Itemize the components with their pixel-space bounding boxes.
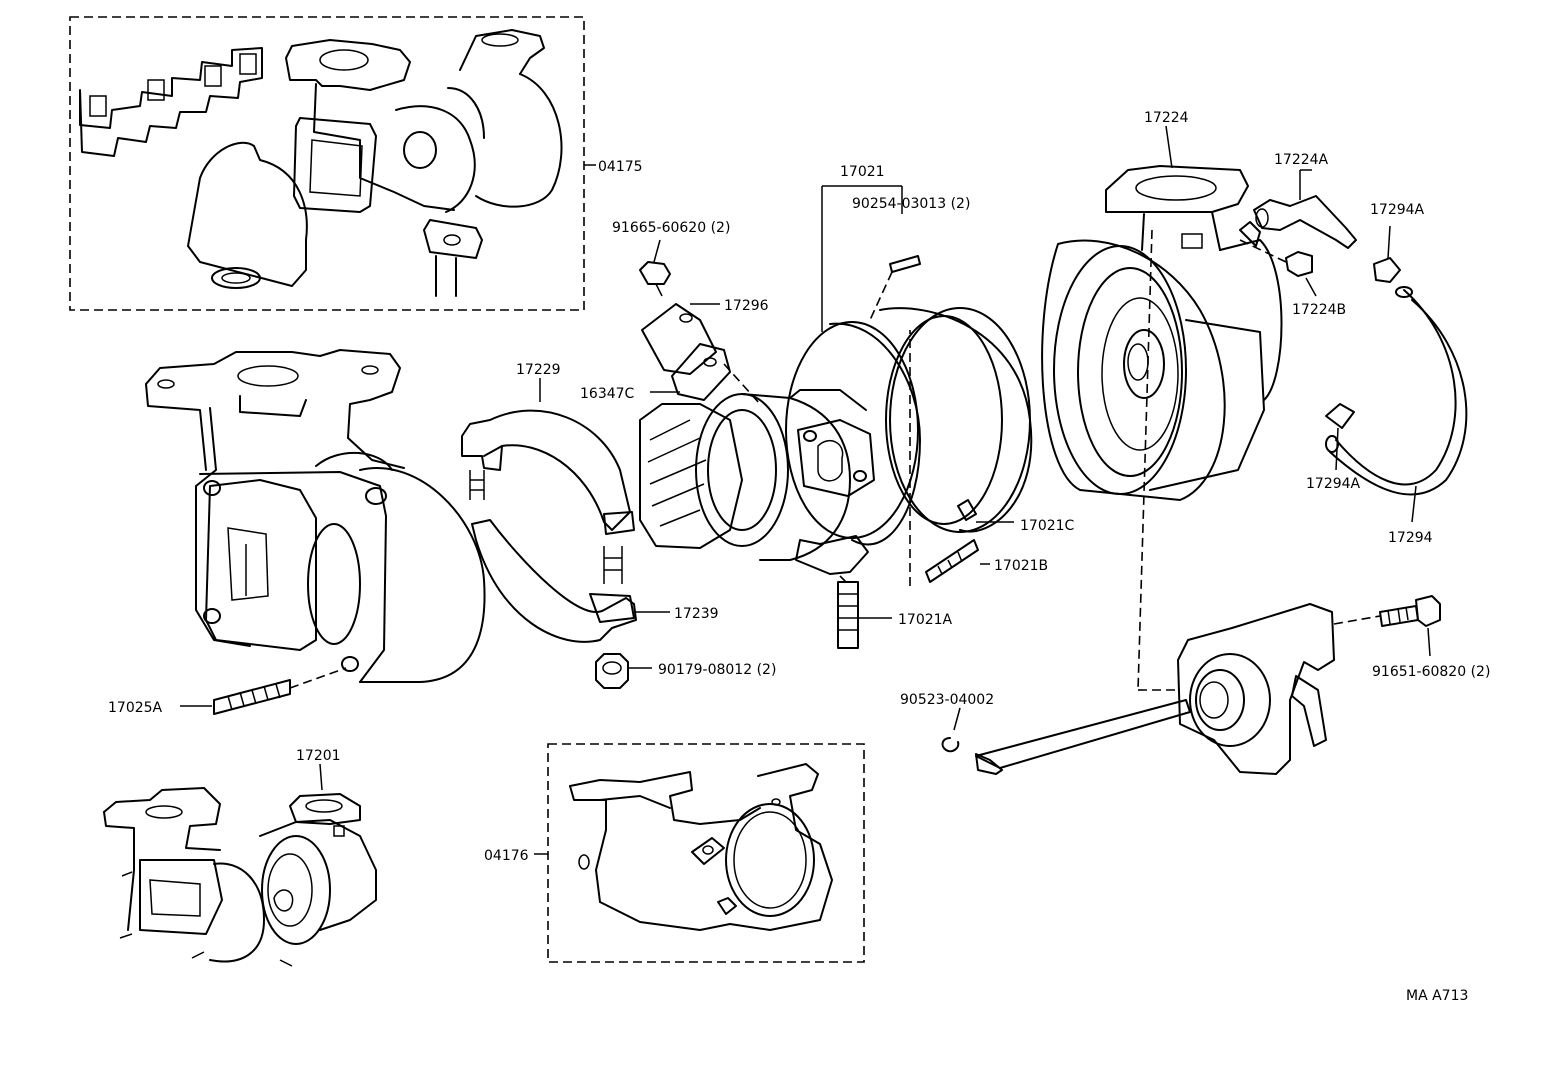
label-17294A-bottom: 17294A xyxy=(1306,476,1361,492)
label-90254: 90254-03013 (2) xyxy=(852,196,970,212)
clamp-group: 17229 17239 90179-08012 (2) xyxy=(461,362,776,689)
label-17294A-top: 17294A xyxy=(1370,202,1425,218)
kit-04175-group: 04175 xyxy=(69,16,643,311)
cartridge-group xyxy=(639,389,875,583)
label-17224B: 17224B xyxy=(1292,302,1346,318)
kit-04175-dashed-box xyxy=(69,16,585,311)
hose-group: 17294A 17294A 17294 xyxy=(1306,202,1468,546)
drawing-code: MA A713 xyxy=(1406,988,1468,1004)
assembly-17201-group: 17201 xyxy=(103,748,377,967)
turbine-housing-group: 17025A xyxy=(108,349,486,716)
label-91665: 91665-60620 (2) xyxy=(612,220,730,236)
label-17224A: 17224A xyxy=(1274,152,1329,168)
label-17229: 17229 xyxy=(516,362,561,378)
actuator-group: 90523-04002 91651-60820 (2) xyxy=(900,595,1490,775)
backplate-group: 17021C xyxy=(879,307,1075,534)
kit-04176-dashed-box xyxy=(547,743,865,963)
label-17025A: 17025A xyxy=(108,700,163,716)
label-17296: 17296 xyxy=(724,298,769,314)
bracket-group: 91665-60620 (2) 17296 16347C xyxy=(580,220,769,405)
label-17021: 17021 xyxy=(840,164,885,180)
label-16347C: 16347C xyxy=(580,386,635,402)
center-housing-group: 17021 90254-03013 (2) 17021B 17021A xyxy=(785,164,1048,649)
fitting-group: 17224A 17224B xyxy=(1239,152,1357,318)
label-90179: 90179-08012 (2) xyxy=(658,662,776,678)
label-17201: 17201 xyxy=(296,748,341,764)
label-04175: 04175 xyxy=(598,159,643,175)
label-91651: 91651-60820 (2) xyxy=(1372,664,1490,680)
label-17294: 17294 xyxy=(1388,530,1433,546)
label-17239: 17239 xyxy=(674,606,719,622)
label-17021C: 17021C xyxy=(1020,518,1075,534)
kit-04176-group: 04176 xyxy=(484,743,865,963)
label-04176: 04176 xyxy=(484,848,529,864)
label-17021A: 17021A xyxy=(898,612,953,628)
compressor-housing-group: 17224 xyxy=(1041,110,1283,691)
label-17021B: 17021B xyxy=(994,558,1048,574)
label-17224: 17224 xyxy=(1144,110,1189,126)
label-90523: 90523-04002 xyxy=(900,692,994,708)
